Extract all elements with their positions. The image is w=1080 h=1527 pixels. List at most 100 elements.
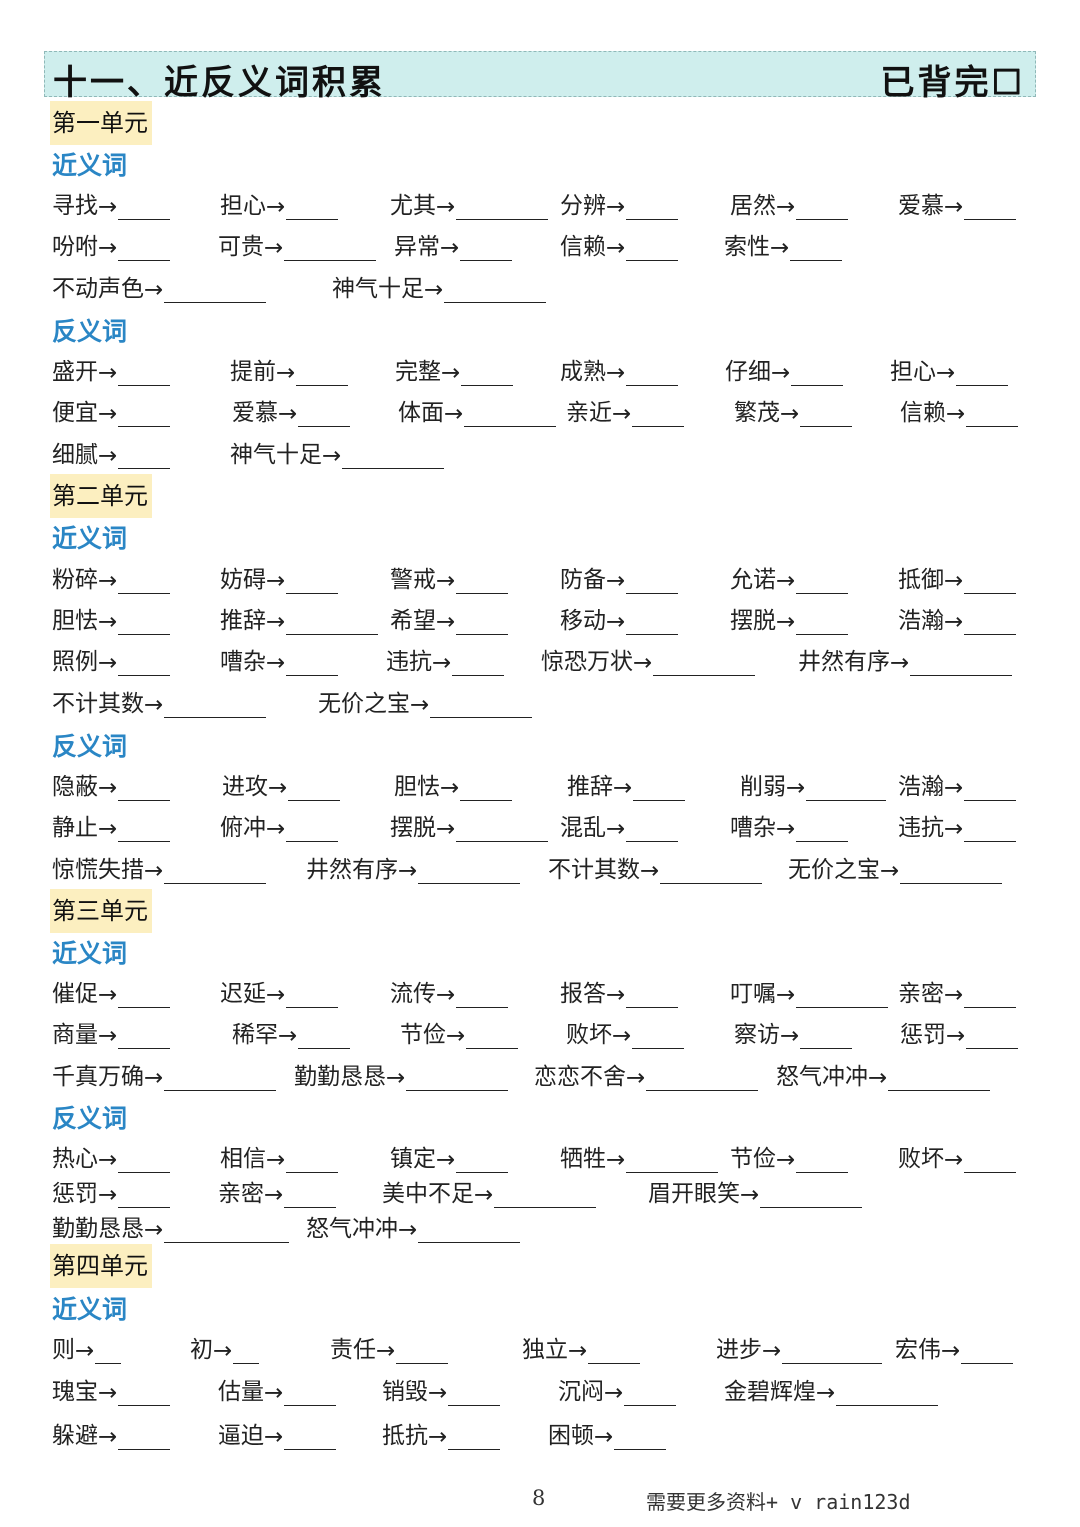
answer-blank[interactable] [456, 985, 509, 1008]
answer-blank[interactable] [782, 1341, 883, 1364]
answer-blank[interactable] [964, 571, 1017, 594]
answer-blank[interactable] [286, 653, 339, 676]
answer-blank[interactable] [800, 404, 853, 427]
answer-blank[interactable] [790, 238, 843, 261]
answer-blank[interactable] [466, 1026, 519, 1049]
answer-blank[interactable] [653, 653, 756, 676]
answer-blank[interactable] [164, 1068, 277, 1091]
answer-blank[interactable] [494, 1185, 597, 1208]
answer-blank[interactable] [444, 280, 547, 303]
answer-blank[interactable] [626, 985, 679, 1008]
answer-blank[interactable] [632, 404, 685, 427]
answer-blank[interactable] [284, 1185, 337, 1208]
answer-blank[interactable] [660, 861, 763, 884]
checkbox-icon[interactable]: ☐ [991, 63, 1025, 103]
answer-blank[interactable] [588, 1341, 641, 1364]
answer-blank[interactable] [342, 446, 445, 469]
answer-blank[interactable] [164, 280, 267, 303]
answer-blank[interactable] [118, 1427, 171, 1450]
answer-blank[interactable] [964, 612, 1017, 635]
answer-blank[interactable] [964, 778, 1017, 801]
answer-blank[interactable] [448, 1383, 501, 1406]
answer-blank[interactable] [632, 1026, 685, 1049]
answer-blank[interactable] [118, 985, 171, 1008]
answer-blank[interactable] [286, 612, 379, 635]
answer-blank[interactable] [286, 1150, 339, 1173]
answer-blank[interactable] [460, 238, 513, 261]
answer-blank[interactable] [396, 1341, 449, 1364]
answer-blank[interactable] [966, 1026, 1019, 1049]
answer-blank[interactable] [760, 1185, 863, 1208]
answer-blank[interactable] [888, 1068, 991, 1091]
answer-blank[interactable] [233, 1341, 260, 1364]
answer-blank[interactable] [298, 1026, 351, 1049]
answer-blank[interactable] [456, 819, 549, 842]
answer-blank[interactable] [118, 1026, 171, 1049]
answer-blank[interactable] [284, 238, 377, 261]
answer-blank[interactable] [626, 238, 679, 261]
answer-blank[interactable] [118, 778, 171, 801]
answer-blank[interactable] [624, 1383, 677, 1406]
answer-blank[interactable] [118, 1150, 171, 1173]
answer-blank[interactable] [796, 197, 849, 220]
answer-blank[interactable] [406, 1068, 509, 1091]
answer-blank[interactable] [796, 571, 849, 594]
answer-blank[interactable] [452, 653, 505, 676]
answer-blank[interactable] [284, 1427, 337, 1450]
answer-blank[interactable] [95, 1341, 122, 1364]
answer-blank[interactable] [456, 612, 509, 635]
answer-blank[interactable] [118, 404, 171, 427]
answer-blank[interactable] [286, 819, 339, 842]
answer-blank[interactable] [796, 612, 849, 635]
answer-blank[interactable] [118, 819, 171, 842]
answer-blank[interactable] [456, 1150, 509, 1173]
answer-blank[interactable] [118, 363, 171, 386]
answer-blank[interactable] [456, 571, 509, 594]
answer-blank[interactable] [614, 1427, 667, 1450]
answer-blank[interactable] [964, 985, 1017, 1008]
answer-blank[interactable] [910, 653, 1013, 676]
answer-blank[interactable] [964, 819, 1017, 842]
answer-blank[interactable] [296, 363, 349, 386]
answer-blank[interactable] [646, 1068, 759, 1091]
answer-blank[interactable] [286, 197, 339, 220]
answer-blank[interactable] [456, 197, 549, 220]
answer-blank[interactable] [164, 861, 267, 884]
answer-blank[interactable] [464, 404, 557, 427]
answer-blank[interactable] [118, 446, 171, 469]
answer-blank[interactable] [626, 819, 679, 842]
answer-blank[interactable] [791, 363, 844, 386]
answer-blank[interactable] [286, 571, 339, 594]
answer-blank[interactable] [118, 1185, 171, 1208]
answer-blank[interactable] [806, 778, 887, 801]
answer-blank[interactable] [430, 695, 533, 718]
answer-blank[interactable] [626, 571, 679, 594]
answer-blank[interactable] [964, 197, 1017, 220]
answer-blank[interactable] [164, 695, 267, 718]
answer-blank[interactable] [966, 404, 1019, 427]
answer-blank[interactable] [286, 985, 339, 1008]
answer-blank[interactable] [118, 1383, 171, 1406]
answer-blank[interactable] [461, 363, 514, 386]
answer-blank[interactable] [448, 1427, 501, 1450]
answer-blank[interactable] [796, 1150, 849, 1173]
answer-blank[interactable] [118, 197, 171, 220]
answer-blank[interactable] [284, 1383, 337, 1406]
answer-blank[interactable] [633, 778, 686, 801]
answer-blank[interactable] [800, 1026, 853, 1049]
answer-blank[interactable] [418, 1220, 521, 1243]
answer-blank[interactable] [836, 1383, 939, 1406]
answer-blank[interactable] [118, 612, 171, 635]
answer-blank[interactable] [796, 819, 849, 842]
answer-blank[interactable] [626, 1150, 719, 1173]
answer-blank[interactable] [288, 778, 341, 801]
answer-blank[interactable] [900, 861, 1003, 884]
answer-blank[interactable] [460, 778, 513, 801]
answer-blank[interactable] [118, 571, 171, 594]
answer-blank[interactable] [961, 1341, 1014, 1364]
answer-blank[interactable] [796, 985, 889, 1008]
answer-blank[interactable] [626, 612, 679, 635]
answer-blank[interactable] [964, 1150, 1017, 1173]
answer-blank[interactable] [118, 238, 171, 261]
answer-blank[interactable] [956, 363, 1009, 386]
